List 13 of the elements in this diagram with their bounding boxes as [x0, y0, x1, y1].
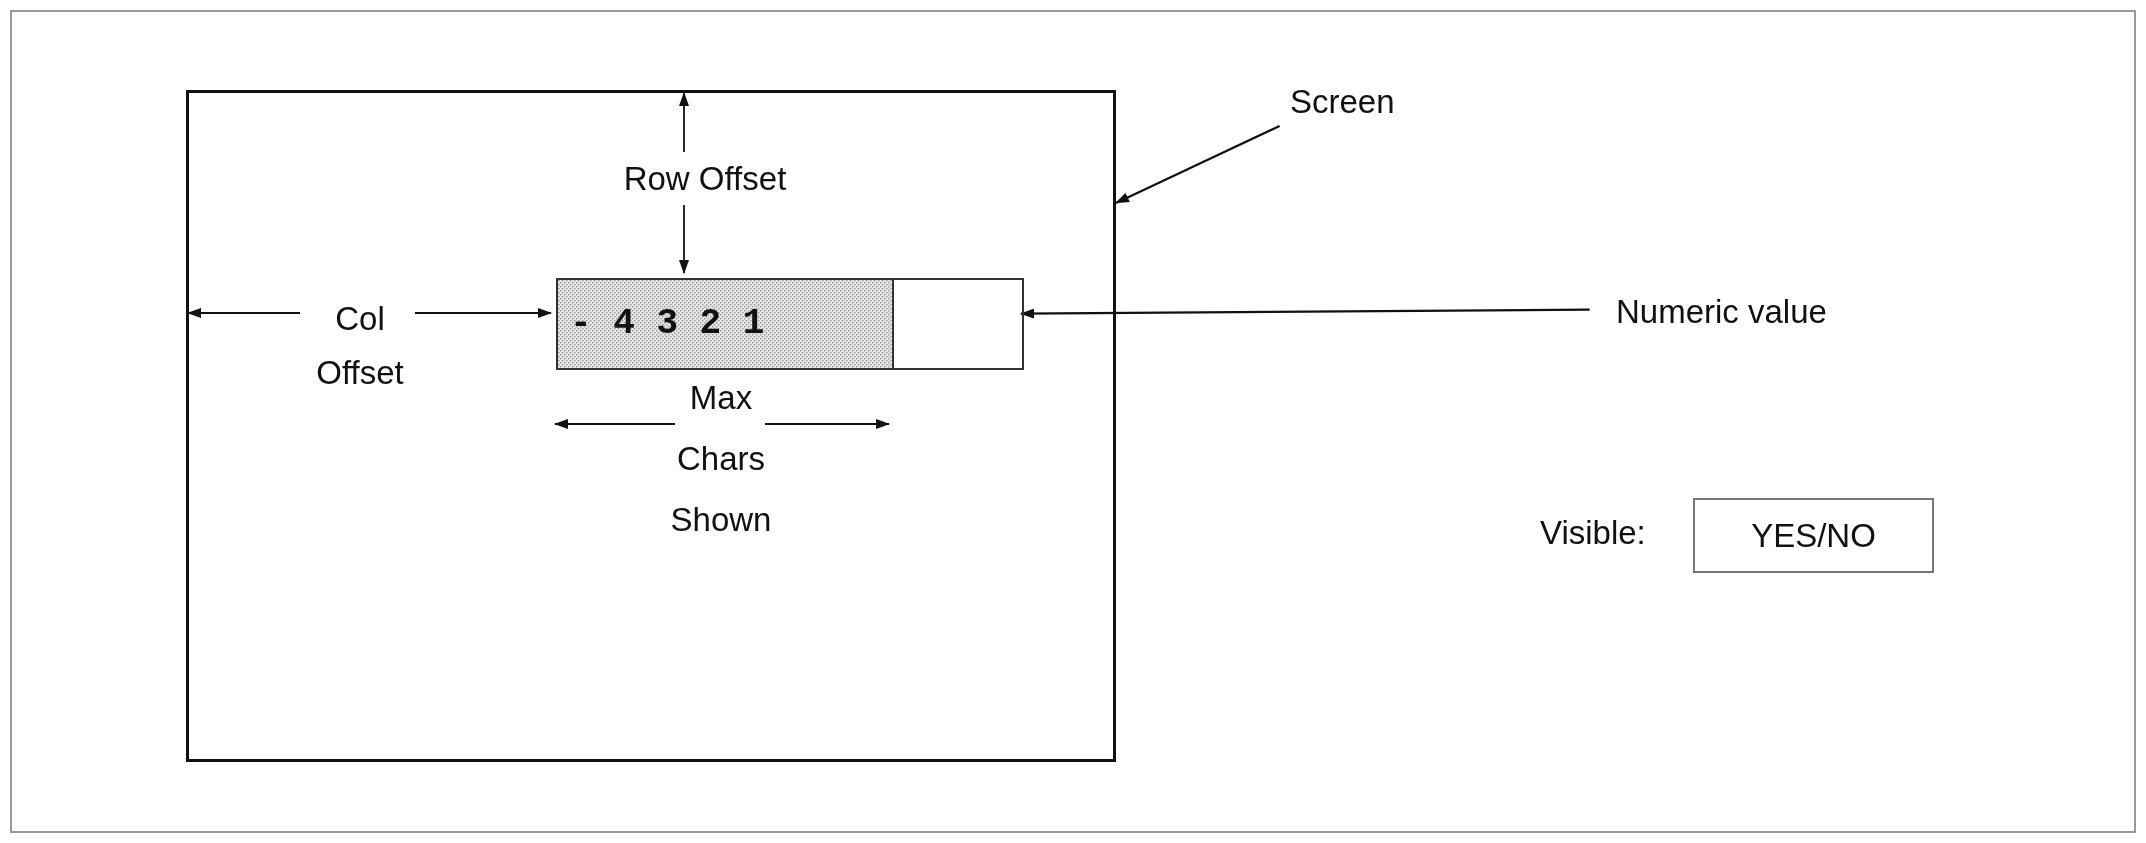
leader-arrow — [1115, 125, 1281, 204]
callout-label: Screen — [1290, 82, 1420, 126]
dimension-label: Col Offset — [315, 299, 405, 393]
value-box: YES/NO — [1693, 498, 1934, 573]
numeric-readout: - 4 3 2 1 — [570, 302, 765, 346]
empty-field — [894, 278, 1024, 370]
dimension-label: Row Offset — [622, 159, 788, 199]
display-field — [556, 278, 894, 370]
field-label: Visible: — [1540, 514, 1646, 552]
dimension-label: Max Chars Shown — [669, 378, 773, 540]
callout-label: Numeric value — [1616, 292, 1946, 336]
leader-arrow — [1020, 308, 1590, 319]
screen-rectangle — [186, 90, 1116, 762]
